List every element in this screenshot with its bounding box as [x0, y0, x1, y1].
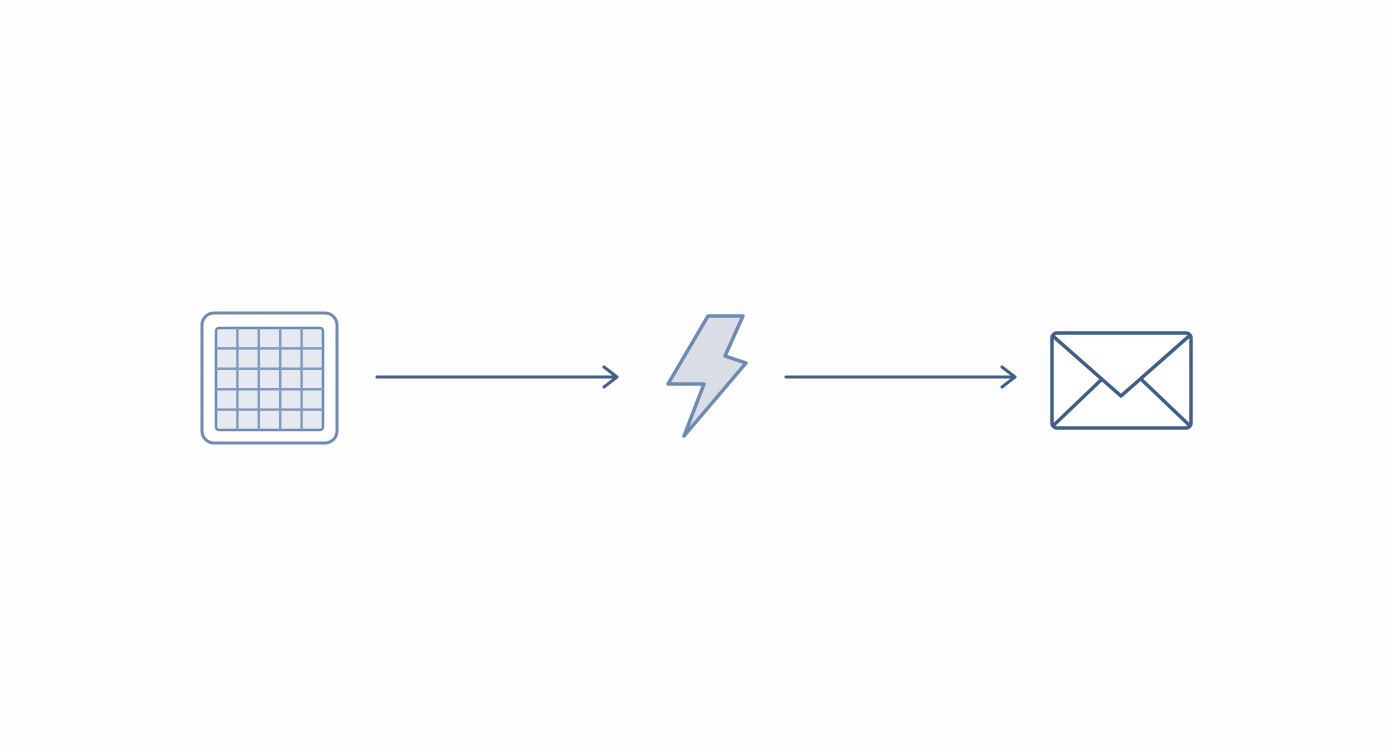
arrow-right-icon: [375, 365, 619, 389]
grid-lines: [216, 328, 323, 430]
envelope-icon: [1050, 331, 1193, 430]
spreadsheet-grid-icon: [200, 311, 339, 445]
arrow-right-icon: [784, 365, 1017, 389]
lightning-bolt-icon: [666, 314, 748, 438]
